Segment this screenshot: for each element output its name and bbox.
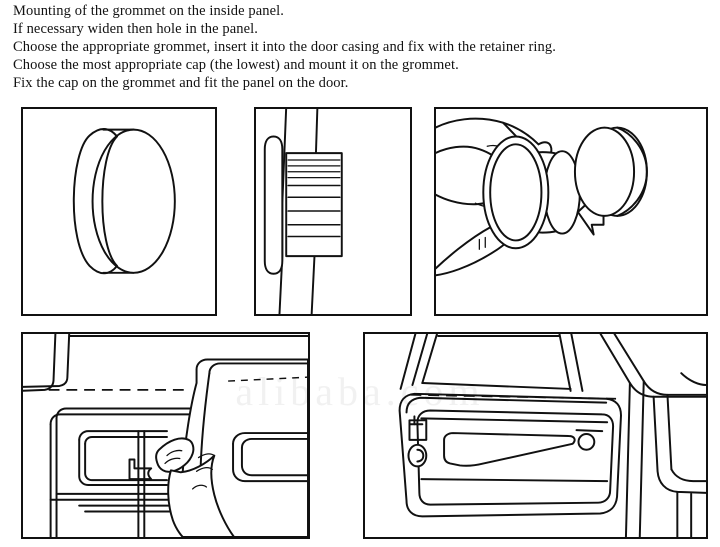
hand-fitting-door-panel-icon (23, 334, 308, 537)
grommet-section-in-panel-icon (263, 109, 343, 314)
figure-panel-step-4 (21, 332, 310, 539)
instruction-line-5: Fix the cap on the grommet and fit the p… (13, 75, 349, 91)
instruction-line-1: Mounting of the grommet on the inside pa… (13, 3, 284, 19)
figure-panel-step-1 (21, 107, 217, 316)
instruction-line-3: Choose the appropriate grommet, insert i… (13, 39, 556, 55)
grommet-ring-perspective-icon (72, 128, 176, 275)
figure-panel-step-3 (434, 107, 708, 316)
instruction-line-2: If necessary widen then hole in the pane… (13, 21, 258, 37)
hand-holding-cap-with-retainer-ring-icon (436, 117, 648, 277)
instruction-line-4: Choose the most appropriate cap (the low… (13, 57, 459, 73)
finished-door-panel-icon (398, 334, 706, 537)
instruction-text-block: Mounting of the grommet on the inside pa… (13, 2, 713, 92)
figure-panel-step-2 (254, 107, 412, 316)
figure-panel-step-5 (363, 332, 708, 539)
